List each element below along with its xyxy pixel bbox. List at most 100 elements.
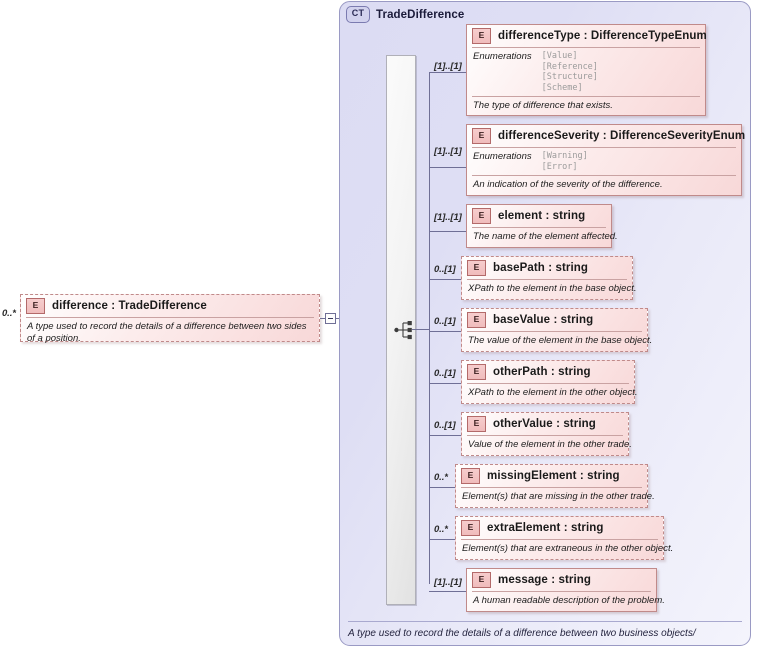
element-node-otherValue[interactable]: E otherValue : string Value of the eleme… [461,412,632,456]
divider [461,487,642,488]
child-cardinality-3: 0..[1] [434,264,456,275]
enumerations-label: Enumerations [473,151,532,162]
node-header: E extraElement : string [456,517,663,539]
connector-line [429,539,455,540]
element-icon: E [472,128,491,144]
enumerations-values: [Warning] [Error] [541,151,588,172]
connector-line [429,591,467,592]
element-icon: E [26,298,45,314]
divider [472,591,651,592]
connector-trunk [429,72,430,584]
node-header: E differenceType : DifferenceTypeEnum [467,25,707,47]
node-documentation: Element(s) that are extraneous in the ot… [462,543,674,554]
element-icon: E [461,520,480,536]
node-documentation: XPath to the element in the other object… [468,387,638,398]
divider [461,539,658,540]
root-element-cardinality: 0..* [2,308,16,319]
element-icon: E [472,28,491,44]
node-documentation: A human readable description of the prob… [473,595,665,606]
child-cardinality-6: 0..[1] [434,420,456,431]
node-header: E element : string [467,205,611,227]
enumerations-row: Enumerations [Value] [Reference] [Struct… [467,48,705,96]
complex-type-icon: CT [346,6,370,23]
divider [472,175,736,176]
element-node-basePath[interactable]: E basePath : string XPath to the element… [461,256,636,300]
sequence-compositor-icon[interactable] [394,320,416,340]
child-cardinality-2: [1]..[1] [434,212,462,223]
element-node-baseValue[interactable]: E baseValue : string The value of the el… [461,308,653,352]
complex-type-header: CT TradeDifference [346,6,464,23]
enumerations-values: [Value] [Reference] [Structure] [Scheme] [541,51,598,93]
node-documentation: The value of the element in the base obj… [468,335,653,346]
node-header: E message : string [467,569,656,591]
node-documentation: A type used to record the details of a d… [27,321,307,344]
child-cardinality-1: [1]..[1] [434,146,462,157]
divider [467,383,629,384]
element-node-extraElement[interactable]: E extraElement : string Element(s) that … [455,516,674,560]
node-documentation: Element(s) that are missing in the other… [462,491,655,502]
connector-line [429,231,467,232]
element-node-differenceSeverity[interactable]: E differenceSeverity : DifferenceSeverit… [466,124,746,196]
enumerations-label: Enumerations [473,51,532,62]
divider [472,147,736,148]
node-header: E otherPath : string [462,361,634,383]
child-cardinality-4: 0..[1] [434,316,456,327]
node-title: difference : TradeDifference [52,300,207,312]
element-icon: E [472,208,491,224]
divider [467,279,627,280]
node-title: otherPath : string [493,366,591,378]
child-cardinality-9: [1]..[1] [434,577,462,588]
child-cardinality-5: 0..[1] [434,368,456,379]
node-header: E difference : TradeDifference [21,295,319,317]
connector-line [429,167,467,168]
connector-line [429,383,461,384]
element-node-difference[interactable]: E difference : TradeDifference A type us… [20,294,320,344]
connector-line [429,331,461,332]
divider [467,435,623,436]
element-node-differenceType[interactable]: E differenceType : DifferenceTypeEnum En… [466,24,707,116]
node-title: otherValue : string [493,418,596,430]
node-header: E basePath : string [462,257,632,279]
connector-line [429,279,461,280]
element-node-message[interactable]: E message : string A human readable desc… [466,568,665,612]
divider [467,331,642,332]
node-title: missingElement : string [487,470,620,482]
element-icon: E [467,416,486,432]
child-cardinality-7: 0..* [434,472,448,483]
node-title: differenceType : DifferenceTypeEnum [498,30,707,42]
node-documentation: Value of the element in the other trade. [468,439,632,450]
node-header: E baseValue : string [462,309,647,331]
node-title: extraElement : string [487,522,604,534]
node-title: message : string [498,574,591,586]
node-title: differenceSeverity : DifferenceSeverityE… [498,130,746,142]
element-node-otherPath[interactable]: E otherPath : string XPath to the elemen… [461,360,638,404]
connector-line [429,435,461,436]
connector-line [429,72,467,73]
child-cardinality-8: 0..* [434,524,448,535]
node-title: basePath : string [493,262,588,274]
element-icon: E [467,260,486,276]
element-node-element[interactable]: E element : string The name of the eleme… [466,204,618,248]
node-header: E missingElement : string [456,465,647,487]
element-icon: E [461,468,480,484]
node-header: E otherValue : string [462,413,628,435]
connector-line [429,487,455,488]
collapse-minus-icon[interactable] [325,313,336,324]
complex-type-title: TradeDifference [376,8,465,21]
node-documentation: The type of difference that exists. [473,100,613,111]
element-icon: E [467,364,486,380]
divider [26,317,314,318]
divider [348,621,742,622]
element-icon: E [472,572,491,588]
node-documentation: An indication of the severity of the dif… [473,179,663,190]
node-title: baseValue : string [493,314,594,326]
connector-line [320,318,327,319]
node-title: element : string [498,210,586,222]
divider [472,96,700,97]
element-icon: E [467,312,486,328]
complex-type-documentation: A type used to record the details of a d… [348,628,696,639]
child-cardinality-0: [1]..[1] [434,61,462,72]
connector-line [412,329,430,330]
element-node-missingElement[interactable]: E missingElement : string Element(s) tha… [455,464,655,508]
